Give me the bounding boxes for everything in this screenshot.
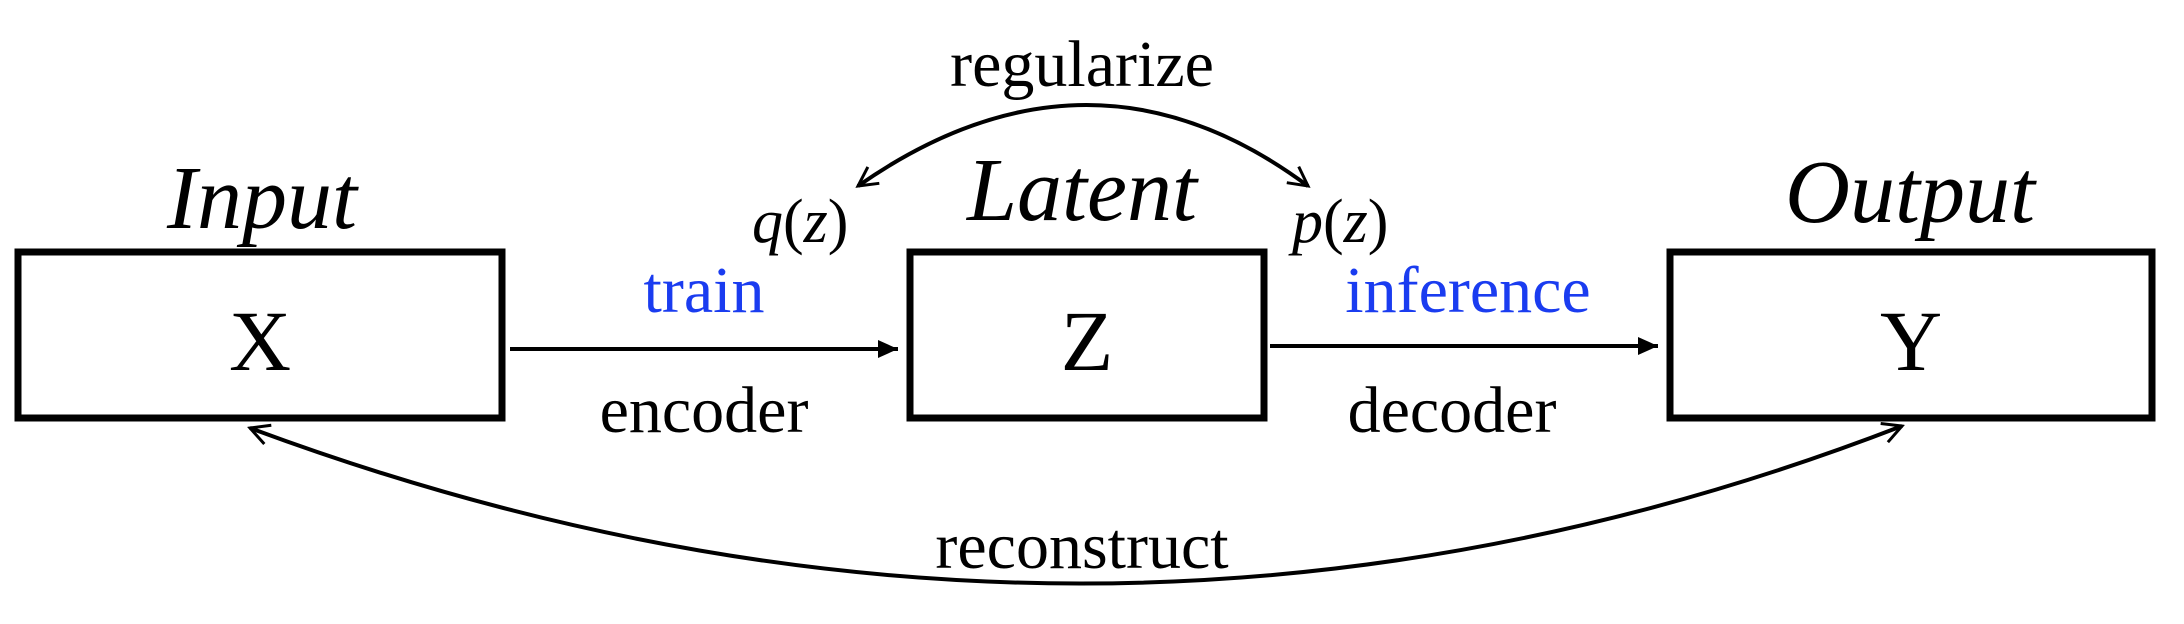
encoder-label: encoder [600, 374, 809, 447]
q-distribution-label: q(z) [752, 188, 848, 256]
latent-symbol: Z [1061, 293, 1114, 389]
input-title: Input [166, 149, 359, 248]
regularize-label: regularize [950, 28, 1214, 101]
q-open-paren: ( [783, 188, 804, 256]
q-close-paren: ) [828, 188, 849, 256]
output-title: Output [1785, 143, 2037, 242]
output-box [1666, 248, 2156, 422]
p-fn: p [1288, 188, 1323, 256]
output-symbol: Y [1880, 293, 1942, 389]
regularize-curve [858, 103, 1308, 186]
inference-label: inference [1345, 254, 1590, 327]
p-var: z [1343, 188, 1368, 256]
input-symbol: X [229, 293, 291, 389]
reconstruct-curve [250, 426, 1902, 586]
latent-title: Latent [965, 141, 1199, 240]
reconstruct-label: reconstruct [935, 510, 1228, 583]
decoder-label: decoder [1348, 374, 1557, 447]
latent-box [906, 248, 1268, 422]
q-var: z [803, 188, 828, 256]
p-close-paren: ) [1368, 188, 1389, 256]
p-open-paren: ( [1323, 188, 1344, 256]
train-label: train [644, 254, 765, 327]
input-box [14, 248, 506, 422]
q-fn: q [752, 188, 783, 256]
p-distribution-label: p(z) [1288, 188, 1388, 256]
